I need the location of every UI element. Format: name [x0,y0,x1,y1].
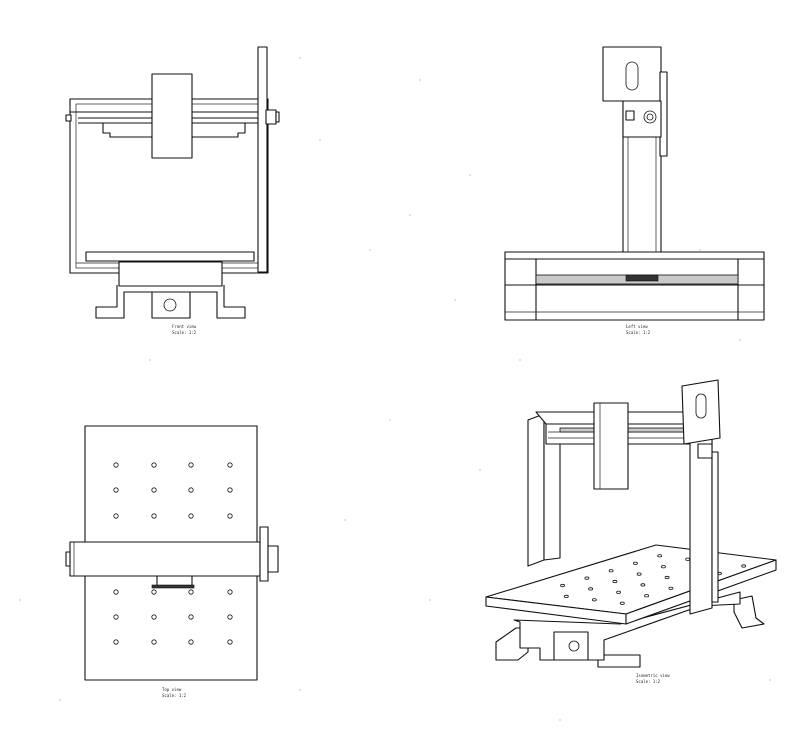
scan-speck [389,419,391,421]
scan-speck [699,249,701,251]
mounting-hole [113,589,119,595]
scan-speck [369,249,371,251]
mounting-hole [608,569,614,573]
mounting-hole [685,557,691,561]
scan-speck [299,57,301,59]
top-view-scale: Scale: 1:2 [162,693,187,698]
mounting-hole [151,487,157,493]
top-view-hole-grid [113,462,233,645]
mounting-hole [188,639,194,645]
front-view-label: Front view [172,324,197,329]
mounting-hole [584,576,590,580]
mounting-hole [227,487,233,493]
isometric-hole-grid [560,554,747,605]
scan-speck [409,214,411,216]
scan-speck [469,174,471,176]
mounting-hole [188,462,194,468]
mounting-hole [113,462,119,468]
mounting-hole [188,513,194,519]
scan-speck [19,599,21,601]
mounting-hole [664,575,670,580]
mounting-hole [151,462,157,468]
left-view-scale: Scale: 1:2 [626,330,651,335]
scan-speck [419,79,421,81]
mounting-hole [113,487,119,493]
mounting-hole [612,579,618,584]
scan-speck [299,689,301,691]
scan-speck [319,139,321,141]
scan-speck [149,359,151,361]
mounting-hole [661,565,666,569]
mounting-hole [188,589,194,595]
scan-speck [344,519,346,521]
mounting-hole [227,513,233,519]
mounting-hole [188,614,194,620]
scan-speck [454,299,456,301]
isometric-view: Isometric view Scale: 1:2 [485,379,777,684]
front-view-scale: Scale: 1:2 [172,330,197,335]
mounting-hole [668,586,674,590]
mounting-hole [560,583,565,588]
mounting-hole [657,554,663,558]
mounting-hole [113,513,119,519]
scan-specks [19,57,771,721]
scan-speck [519,359,521,361]
mounting-hole [636,572,642,576]
left-view-label: Left view [626,324,648,329]
mounting-hole [563,594,569,599]
mounting-hole [588,587,593,591]
mounting-hole [227,639,233,645]
mounting-hole [741,564,747,568]
mounting-hole [591,598,597,602]
mounting-hole [113,639,119,645]
left-view: Left view Scale: 1:2 [504,46,765,335]
mounting-hole [227,614,233,620]
mounting-hole [616,590,621,594]
scan-speck [769,679,771,681]
mounting-hole [151,639,157,645]
mounting-hole [151,513,157,519]
mounting-hole [640,583,646,587]
mounting-hole [227,462,233,468]
mounting-hole [619,601,625,605]
top-view-label: Top view [162,687,182,692]
mounting-hole [113,614,119,620]
top-view: Top view Scale: 1:2 [65,425,279,698]
isometric-view-label: Isometric view [636,673,670,678]
isometric-view-scale: Scale: 1:2 [636,679,661,684]
scan-speck [559,719,561,721]
scan-speck [59,699,61,701]
scan-speck [429,599,431,601]
mounting-hole [151,589,157,595]
mounting-hole [633,561,638,565]
mounting-hole [188,487,194,493]
mounting-hole [227,589,233,595]
mounting-hole [151,614,157,620]
front-view: Front view Scale: 1:2 [65,46,280,335]
mounting-hole [644,594,649,598]
scan-speck [479,469,481,471]
scan-speck [739,339,741,341]
